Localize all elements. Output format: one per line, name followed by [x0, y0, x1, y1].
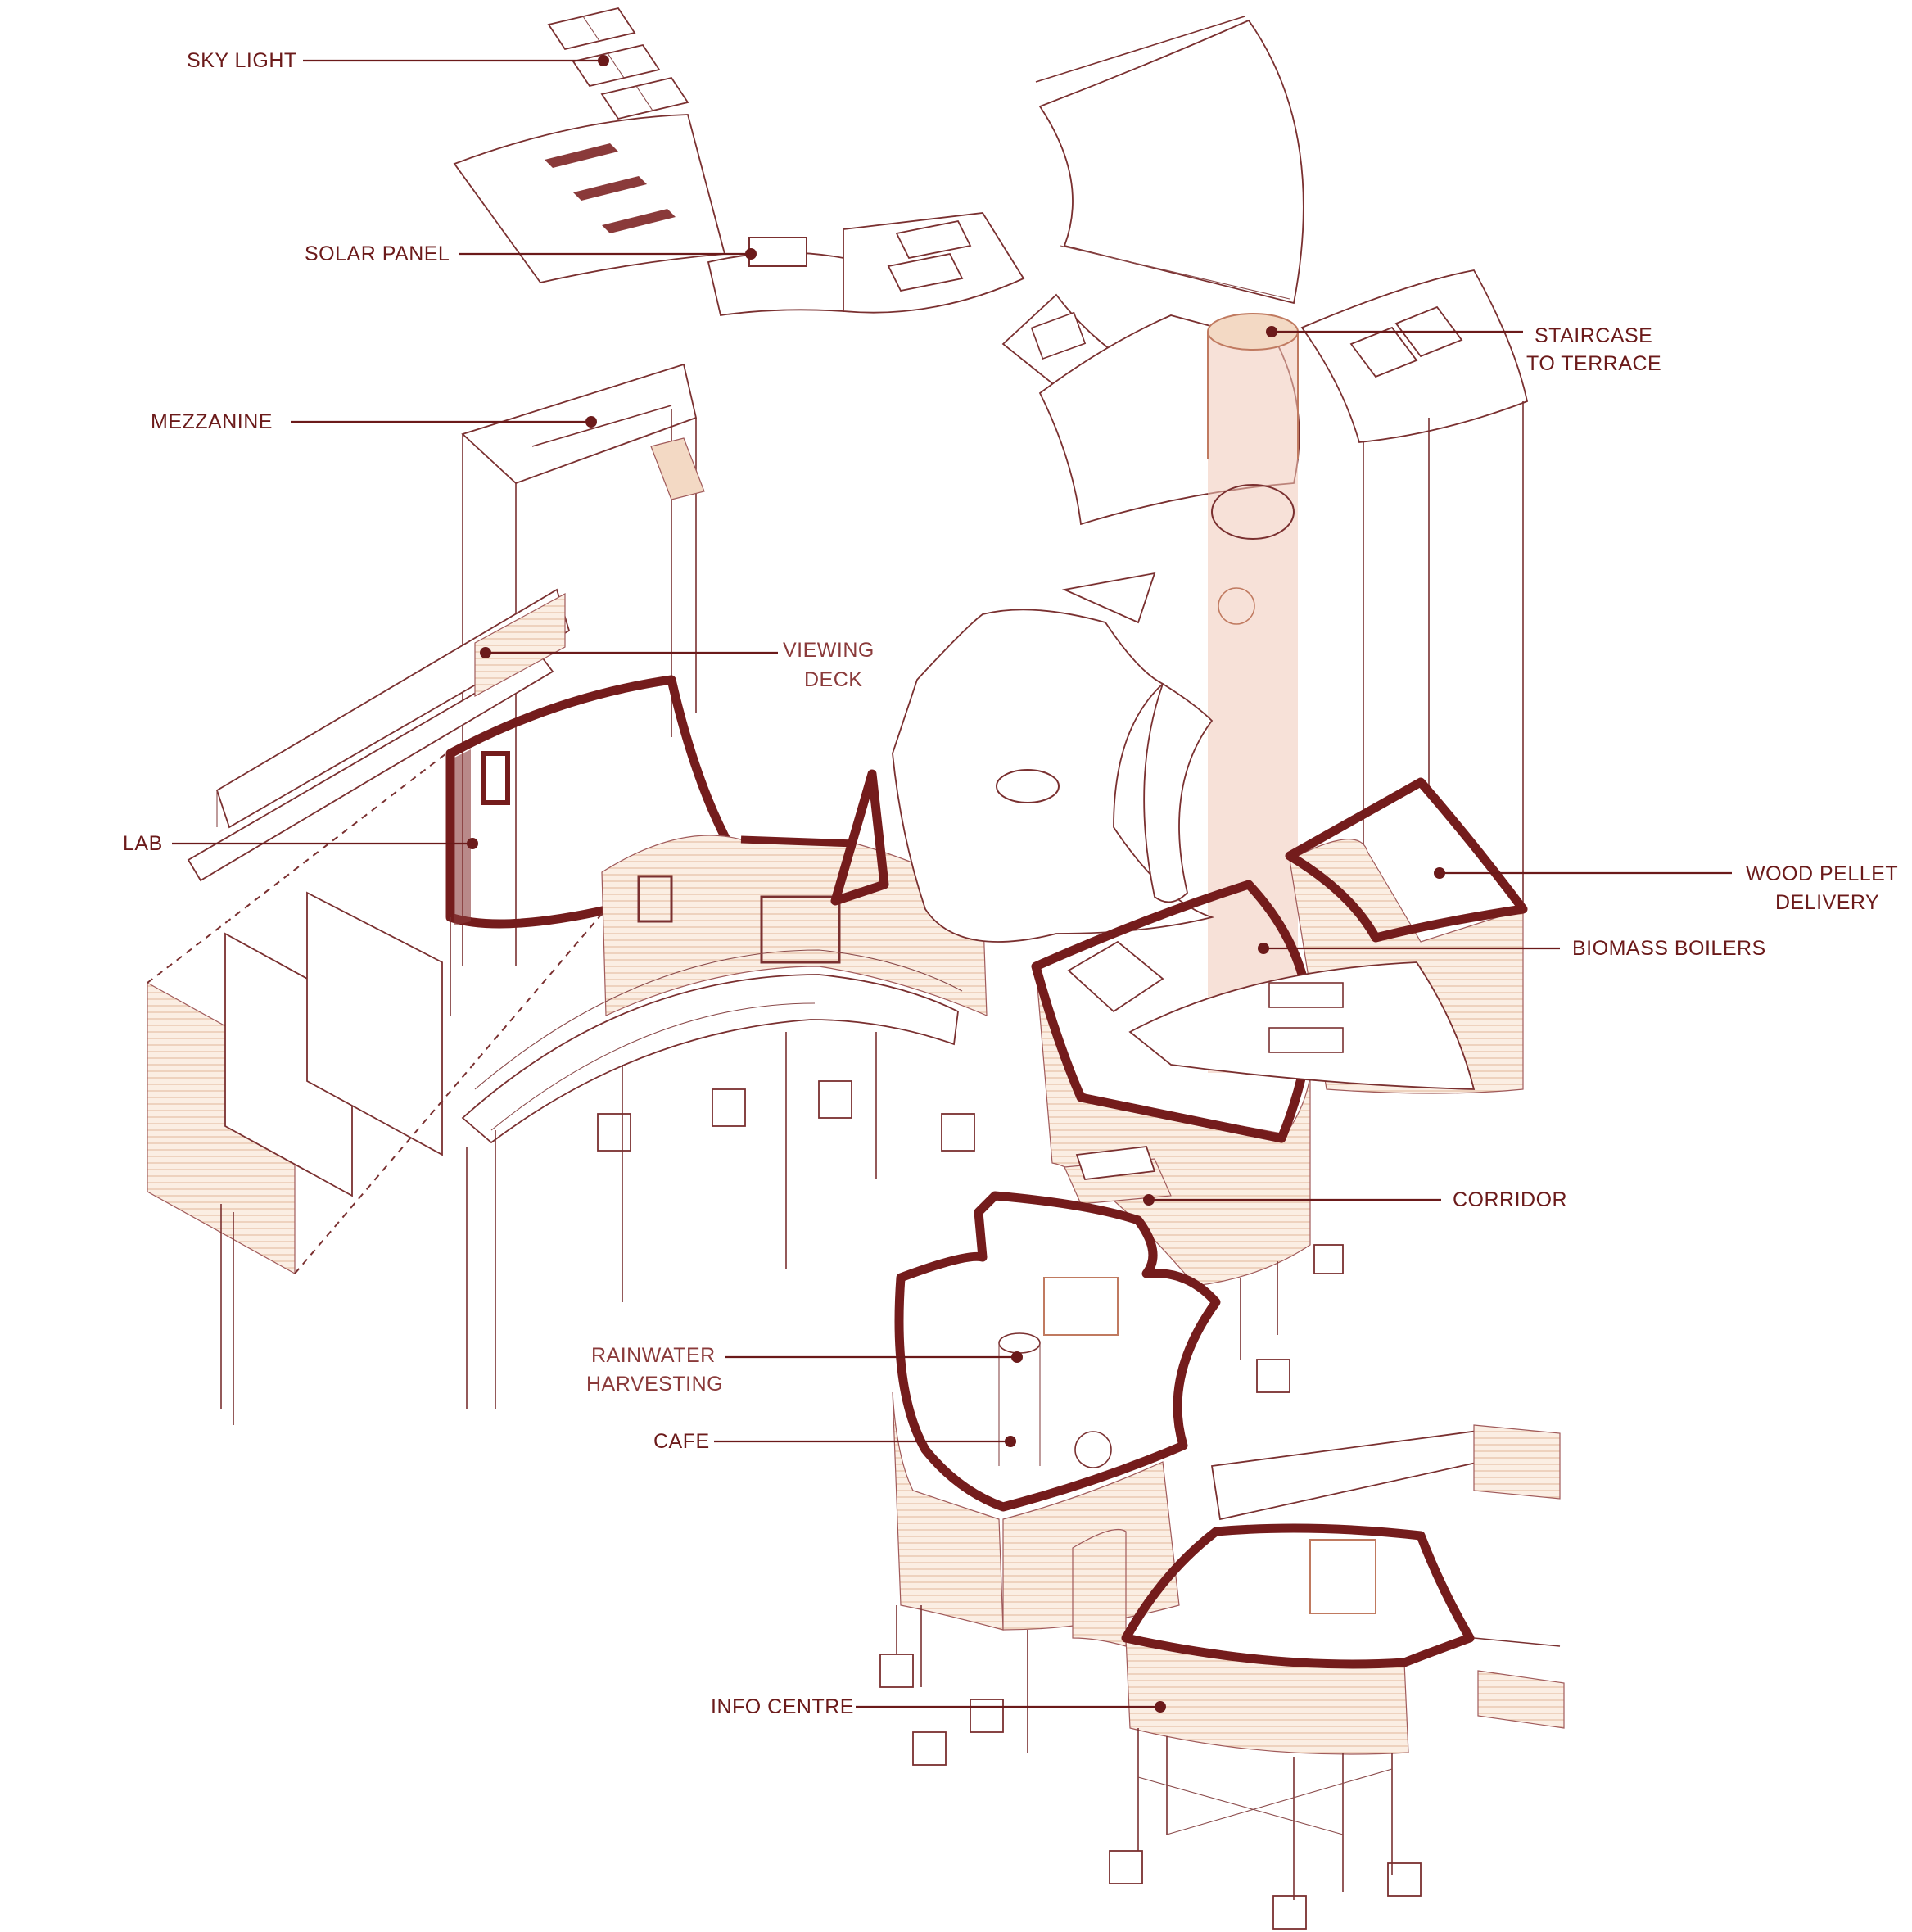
label-solar-panel: SOLAR PANEL	[305, 242, 757, 265]
viewing-deck-ramp	[187, 588, 571, 882]
label-text: SOLAR PANEL	[305, 242, 450, 265]
label-rainwater: RAINWATER HARVESTING	[586, 1344, 1023, 1396]
label-lab: LAB	[123, 832, 478, 855]
stair-shaft	[1207, 313, 1299, 1073]
solar-panel-1	[748, 237, 807, 267]
skylight-openings	[545, 143, 676, 233]
label-text: CAFE	[653, 1430, 710, 1453]
boiler-solar-panels	[1268, 982, 1344, 1053]
solar-panel-2	[1030, 311, 1087, 360]
label-cafe: CAFE	[653, 1430, 1016, 1453]
label-biomass-boilers: BIOMASS BOILERS	[1258, 937, 1766, 960]
support-columns	[220, 1032, 975, 1425]
label-staircase: STAIRCASE TO TERRACE	[1266, 324, 1661, 375]
label-text: RAINWATER	[591, 1344, 716, 1367]
roof-right-tower	[1300, 269, 1529, 443]
label-text: HARVESTING	[586, 1373, 723, 1396]
label-corridor: CORRIDOR	[1143, 1188, 1567, 1211]
info-centre	[1072, 1523, 1475, 1930]
label-wood-pellet: WOOD PELLET DELIVERY	[1434, 862, 1898, 914]
label-viewing-deck: VIEWING DECK	[480, 639, 875, 691]
label-sky-light: SKY LIGHT	[187, 49, 609, 72]
label-text: LAB	[123, 832, 163, 855]
detached-wall-panels	[147, 753, 607, 1275]
biomass-boiler-room	[1031, 880, 1476, 1287]
label-text: STAIRCASE	[1535, 324, 1652, 347]
label-text: WOOD PELLET	[1746, 862, 1898, 885]
label-text: SKY LIGHT	[187, 49, 297, 72]
curved-bridge	[461, 949, 963, 1144]
gallery-wall	[601, 769, 988, 1016]
label-text: VIEWING	[783, 639, 875, 662]
label-text: DELIVERY	[1775, 891, 1879, 914]
label-info-centre: INFO CENTRE	[711, 1695, 1166, 1718]
label-text: BIOMASS BOILERS	[1572, 937, 1766, 960]
lab-room	[445, 675, 738, 1016]
right-ramp	[1210, 1424, 1565, 1729]
skylight-frames	[547, 7, 689, 120]
solar-panel-group	[887, 219, 972, 292]
central-roof	[892, 572, 1215, 943]
corridor	[1064, 1146, 1344, 1393]
label-text: TO TERRACE	[1526, 352, 1661, 375]
roof-terrace	[1038, 19, 1304, 305]
label-text: INFO CENTRE	[711, 1695, 854, 1718]
label-text: DECK	[804, 668, 862, 691]
label-mezzanine: MEZZANINE	[151, 410, 597, 433]
label-text: MEZZANINE	[151, 410, 273, 433]
label-text: CORRIDOR	[1453, 1188, 1567, 1211]
